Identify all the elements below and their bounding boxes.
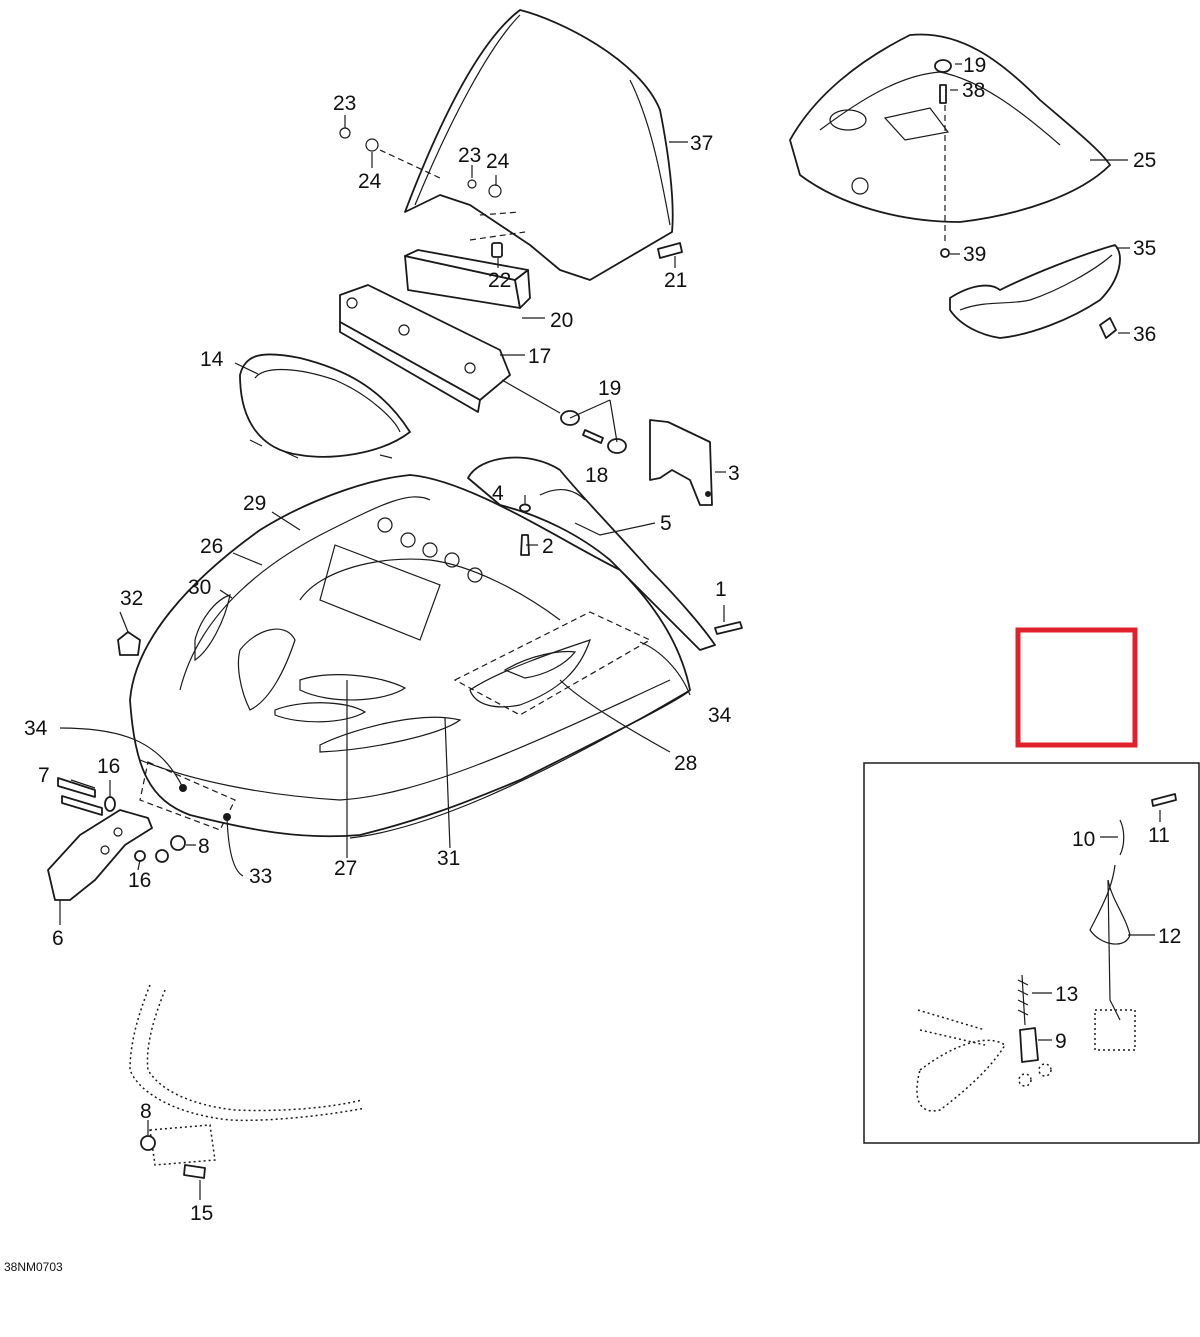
callout-9: 9 <box>1055 1030 1067 1053</box>
callout-39: 39 <box>963 243 986 266</box>
drawing-code: 38NM0703 <box>4 1260 63 1274</box>
callout-21: 21 <box>664 269 687 292</box>
callout-32: 32 <box>120 587 143 610</box>
callout-17: 17 <box>528 345 551 368</box>
callout-8: 8 <box>198 835 210 858</box>
callout-7: 7 <box>38 764 50 787</box>
hood <box>129 474 691 839</box>
callout-30: 30 <box>188 576 211 599</box>
callout-8b: 8 <box>140 1100 152 1123</box>
callout-26: 26 <box>200 535 223 558</box>
callout-27: 27 <box>334 857 357 880</box>
callout-11: 11 <box>1148 824 1170 847</box>
callout-3: 3 <box>728 462 740 485</box>
callout-6: 6 <box>52 927 64 950</box>
callout-19: 19 <box>598 377 621 400</box>
windshield <box>404 9 674 281</box>
leader-lines <box>59 63 1161 1200</box>
console-pad <box>404 249 531 309</box>
handle-assembly <box>47 777 186 901</box>
bracket <box>649 419 713 506</box>
liner-panel <box>789 33 1111 258</box>
callout-33: 33 <box>249 865 272 888</box>
rear-panel <box>239 353 411 459</box>
callout-35: 35 <box>1133 237 1156 260</box>
callout-14: 14 <box>200 348 224 371</box>
callout-18: 18 <box>585 464 608 487</box>
callout-12: 12 <box>1158 925 1181 948</box>
callout-22: 22 <box>488 269 511 292</box>
callout-19b: 19 <box>963 54 986 77</box>
callout-34b: 34 <box>708 704 732 727</box>
callout-20: 20 <box>550 309 573 332</box>
callout-24b: 24 <box>486 150 510 173</box>
bumper-frame <box>129 984 366 1179</box>
callout-38: 38 <box>962 79 985 102</box>
callout-16: 16 <box>97 755 120 778</box>
highlight-box <box>1015 627 1138 748</box>
callout-15: 15 <box>190 1202 213 1225</box>
callout-2: 2 <box>542 535 554 558</box>
callout-1: 1 <box>715 578 727 601</box>
small-bracket <box>949 244 1121 339</box>
callout-28: 28 <box>674 752 697 775</box>
callout-34: 34 <box>24 717 48 740</box>
callout-36: 36 <box>1133 323 1156 346</box>
callout-labels: 1 2 3 4 5 6 7 8 9 10 11 12 13 14 15 16 1… <box>24 54 1181 1225</box>
callout-23b: 23 <box>458 144 481 167</box>
callout-24: 24 <box>358 170 382 193</box>
callout-29: 29 <box>243 492 266 515</box>
inset-detail <box>863 762 1200 1144</box>
console-housing <box>339 284 511 413</box>
callout-25: 25 <box>1133 149 1156 172</box>
callout-13: 13 <box>1055 983 1078 1006</box>
callout-16b: 16 <box>128 869 151 892</box>
callout-37: 37 <box>690 132 713 155</box>
callout-31: 31 <box>437 847 460 870</box>
callout-23: 23 <box>333 92 356 115</box>
callout-10: 10 <box>1072 828 1095 851</box>
hardware <box>117 127 743 656</box>
callout-4: 4 <box>492 482 504 505</box>
callout-5: 5 <box>660 512 672 535</box>
